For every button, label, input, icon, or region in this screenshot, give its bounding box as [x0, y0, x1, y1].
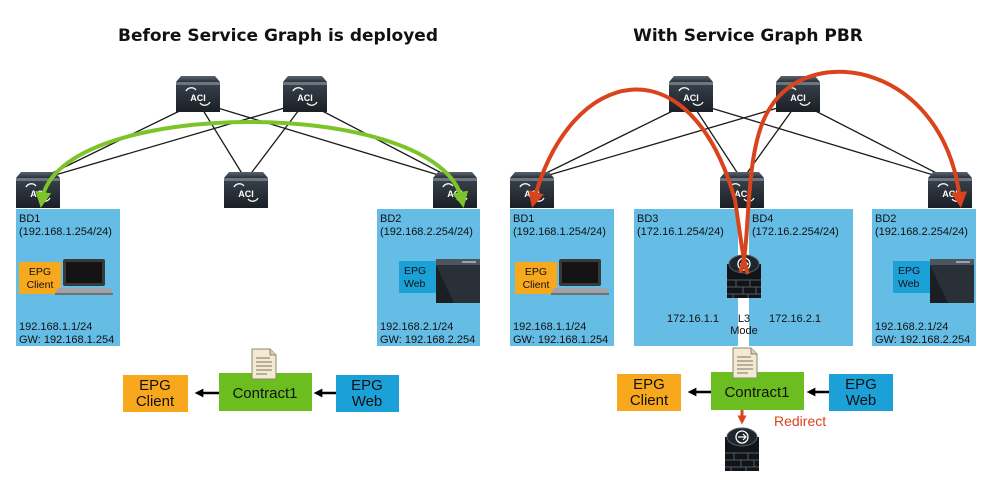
left-bd2-epg-line1: EPG — [404, 265, 426, 277]
right-redirect-flow-right — [738, 69, 968, 273]
right-contract-box — [711, 372, 804, 410]
left-bd1-epg-badge — [19, 262, 61, 294]
left-server-icon — [436, 259, 480, 303]
right-spine-1 — [668, 75, 714, 113]
right-bd1-ip: 192.168.1.1/24 — [513, 321, 586, 333]
left-consumer-epg-box — [123, 375, 188, 412]
left-bd1-gw: GW: 192.168.1.254 — [19, 334, 114, 346]
right-consumer-line2: Client — [630, 392, 669, 409]
right-server-icon — [930, 259, 974, 303]
right-bd2-epg-line2: Web — [898, 278, 920, 290]
right-bd4-name: BD4 — [752, 213, 773, 225]
right-service-firewall-icon — [724, 427, 760, 472]
left-bd2-name: BD2 — [380, 213, 401, 225]
left-bd2-subnet: (192.168.2.254/24) — [380, 226, 473, 238]
right-bd2-gw: GW: 192.168.2.254 — [875, 334, 970, 346]
left-bd2-ip: 192.168.2.1/24 — [380, 321, 453, 333]
right-bd2-epg-badge — [893, 261, 933, 293]
left-bd1-name: BD1 — [19, 213, 40, 225]
right-bd3-ip: 172.16.1.1 — [667, 313, 719, 325]
left-spine-1 — [175, 75, 221, 113]
left-bd2-epg-line2: Web — [404, 278, 426, 290]
left-traffic-flow-arrow — [35, 120, 469, 208]
left-provider-epg-box — [336, 375, 399, 412]
right-firewall-mode-line1: L3 — [738, 313, 750, 325]
right-bd1-epg-line1: EPG — [525, 266, 547, 278]
right-laptop-icon — [551, 259, 609, 295]
right-provider-epg-box — [829, 374, 893, 411]
right-title: With Service Graph PBR — [633, 26, 863, 46]
right-contract-document-icon — [732, 347, 758, 379]
right-firewall-mode-line2: Mode — [730, 325, 758, 337]
right-bd2-subnet: (192.168.2.254/24) — [875, 226, 968, 238]
right-bd1-name: BD1 — [513, 213, 534, 225]
right-redirect-flow-left — [528, 87, 750, 275]
left-bd2-epg-badge — [399, 261, 439, 293]
right-bd1-epg-line2: Client — [523, 279, 550, 291]
left-contract-document-icon — [251, 348, 277, 380]
left-leaf-3 — [432, 171, 478, 209]
left-bd1-ip: 192.168.1.1/24 — [19, 321, 92, 333]
right-bd4-ip: 172.16.2.1 — [769, 313, 821, 325]
left-bd1-epg-line2: Client — [27, 279, 54, 291]
left-spine-2 — [282, 75, 328, 113]
right-bd3-name: BD3 — [637, 213, 658, 225]
left-provider-line2: Web — [352, 393, 383, 410]
left-leaf-2 — [223, 171, 269, 209]
right-bd3-subnet: (172.16.1.254/24) — [637, 226, 724, 238]
right-bd1-epg-badge — [515, 262, 557, 294]
right-bd1-gw: GW: 192.168.1.254 — [513, 334, 608, 346]
left-bd2-gw: GW: 192.168.2.254 — [380, 334, 475, 346]
right-bd2-name: BD2 — [875, 213, 896, 225]
right-consumer-epg-box — [617, 374, 681, 411]
left-laptop-icon — [55, 259, 113, 295]
left-provider-line1: EPG — [351, 377, 383, 394]
right-bd4-subnet: (172.16.2.254/24) — [752, 226, 839, 238]
right-bd2-ip: 192.168.2.1/24 — [875, 321, 948, 333]
left-bd1-epg-line1: EPG — [29, 266, 51, 278]
left-contract-name: Contract1 — [232, 385, 297, 402]
right-leaf-1 — [509, 171, 555, 209]
right-consumer-line1: EPG — [633, 376, 665, 393]
left-bd1-subnet: (192.168.1.254/24) — [19, 226, 112, 238]
left-consumer-line2: Client — [136, 393, 175, 410]
left-consumer-line1: EPG — [139, 377, 171, 394]
right-contract-name: Contract1 — [724, 384, 789, 401]
right-fabric-links — [531, 101, 951, 181]
right-leaf-3 — [927, 171, 973, 209]
right-bd4-box — [749, 209, 853, 346]
right-bd1-subnet: (192.168.1.254/24) — [513, 226, 606, 238]
right-provider-line2: Web — [846, 392, 877, 409]
left-title: Before Service Graph is deployed — [118, 26, 438, 46]
right-bd2-epg-line1: EPG — [898, 265, 920, 277]
right-provider-line1: EPG — [845, 376, 877, 393]
right-bd3-box — [634, 209, 738, 346]
right-redirect-label: Redirect — [774, 413, 826, 429]
